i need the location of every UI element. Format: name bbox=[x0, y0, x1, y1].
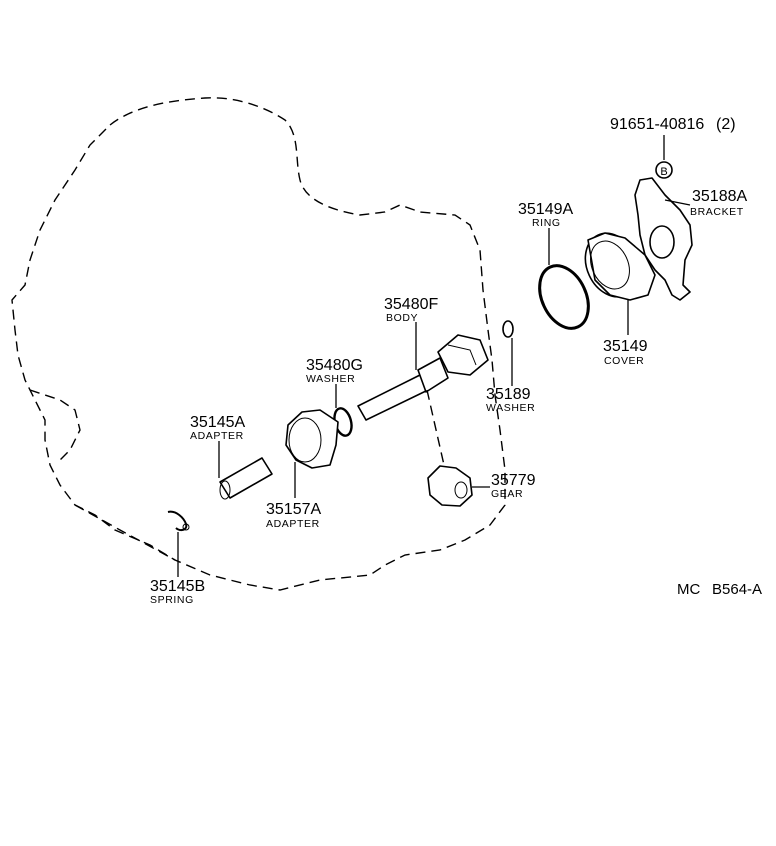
part-number-35480g: 35480G bbox=[306, 357, 363, 374]
housing-inner-contour bbox=[29, 389, 81, 461]
reference-code-right: B564-A bbox=[712, 581, 762, 598]
part-number-35145a: 35145A bbox=[190, 414, 245, 431]
part-number-35145b: 35145B bbox=[150, 578, 205, 595]
part-name-35480g: WASHER bbox=[306, 373, 355, 385]
part-name-35149a: RING bbox=[532, 217, 561, 229]
part-number-35189: 35189 bbox=[486, 386, 531, 403]
part-qty-91651-40816: (2) bbox=[716, 116, 736, 133]
housing-base-line bbox=[74, 504, 176, 561]
spring-35145b-shape bbox=[167, 510, 188, 532]
leader-35188a bbox=[664, 199, 691, 206]
part-name-35480f: BODY bbox=[386, 312, 418, 324]
washer-35189-shape bbox=[502, 320, 514, 338]
ring-35149a-shape bbox=[538, 264, 590, 330]
part-name-35157a: ADAPTER bbox=[266, 518, 320, 530]
part-name-35149: COVER bbox=[604, 355, 644, 367]
part-number-35149a: 35149A bbox=[518, 201, 573, 218]
gear-35779-hub bbox=[454, 481, 468, 499]
adapter-35157a-body bbox=[285, 409, 339, 469]
part-name-35188a: BRACKET bbox=[690, 206, 744, 218]
cover-35149-body bbox=[587, 232, 656, 301]
part-name-35145a: ADAPTER bbox=[190, 430, 244, 442]
part-name-35779: GEAR bbox=[491, 488, 523, 500]
cover-35149-inner bbox=[590, 240, 630, 290]
part-number-35480f: 35480F bbox=[384, 296, 438, 313]
adapter-35145a-shape bbox=[219, 457, 273, 499]
part-name-35189: WASHER bbox=[486, 402, 535, 414]
reference-code-left: MC bbox=[677, 581, 700, 598]
part-number-35188a: 35188A bbox=[692, 188, 747, 205]
body-35480f-head-detail bbox=[447, 344, 477, 366]
body-35480f-head bbox=[437, 334, 489, 376]
marker-b-label: B bbox=[660, 166, 667, 178]
transmission-housing-outline bbox=[11, 97, 506, 591]
part-number-35779: 35779 bbox=[491, 472, 536, 489]
part-number-91651-40816: 91651-40816 bbox=[610, 116, 704, 133]
part-number-35149: 35149 bbox=[603, 338, 648, 355]
bracket-hole bbox=[649, 225, 675, 259]
gear-axis-dashed bbox=[426, 389, 445, 466]
adapter-35145a-end bbox=[219, 480, 231, 500]
marker-b-circle bbox=[655, 161, 673, 179]
adapter-35157a-face bbox=[288, 417, 322, 463]
body-35480f-shaft bbox=[357, 374, 429, 421]
part-number-35157a: 35157A bbox=[266, 501, 321, 518]
gear-35779-shape bbox=[427, 465, 473, 507]
body-35480f-gear bbox=[417, 357, 449, 393]
spring-35145b-coil bbox=[182, 523, 190, 531]
part-name-35145b: SPRING bbox=[150, 594, 194, 606]
